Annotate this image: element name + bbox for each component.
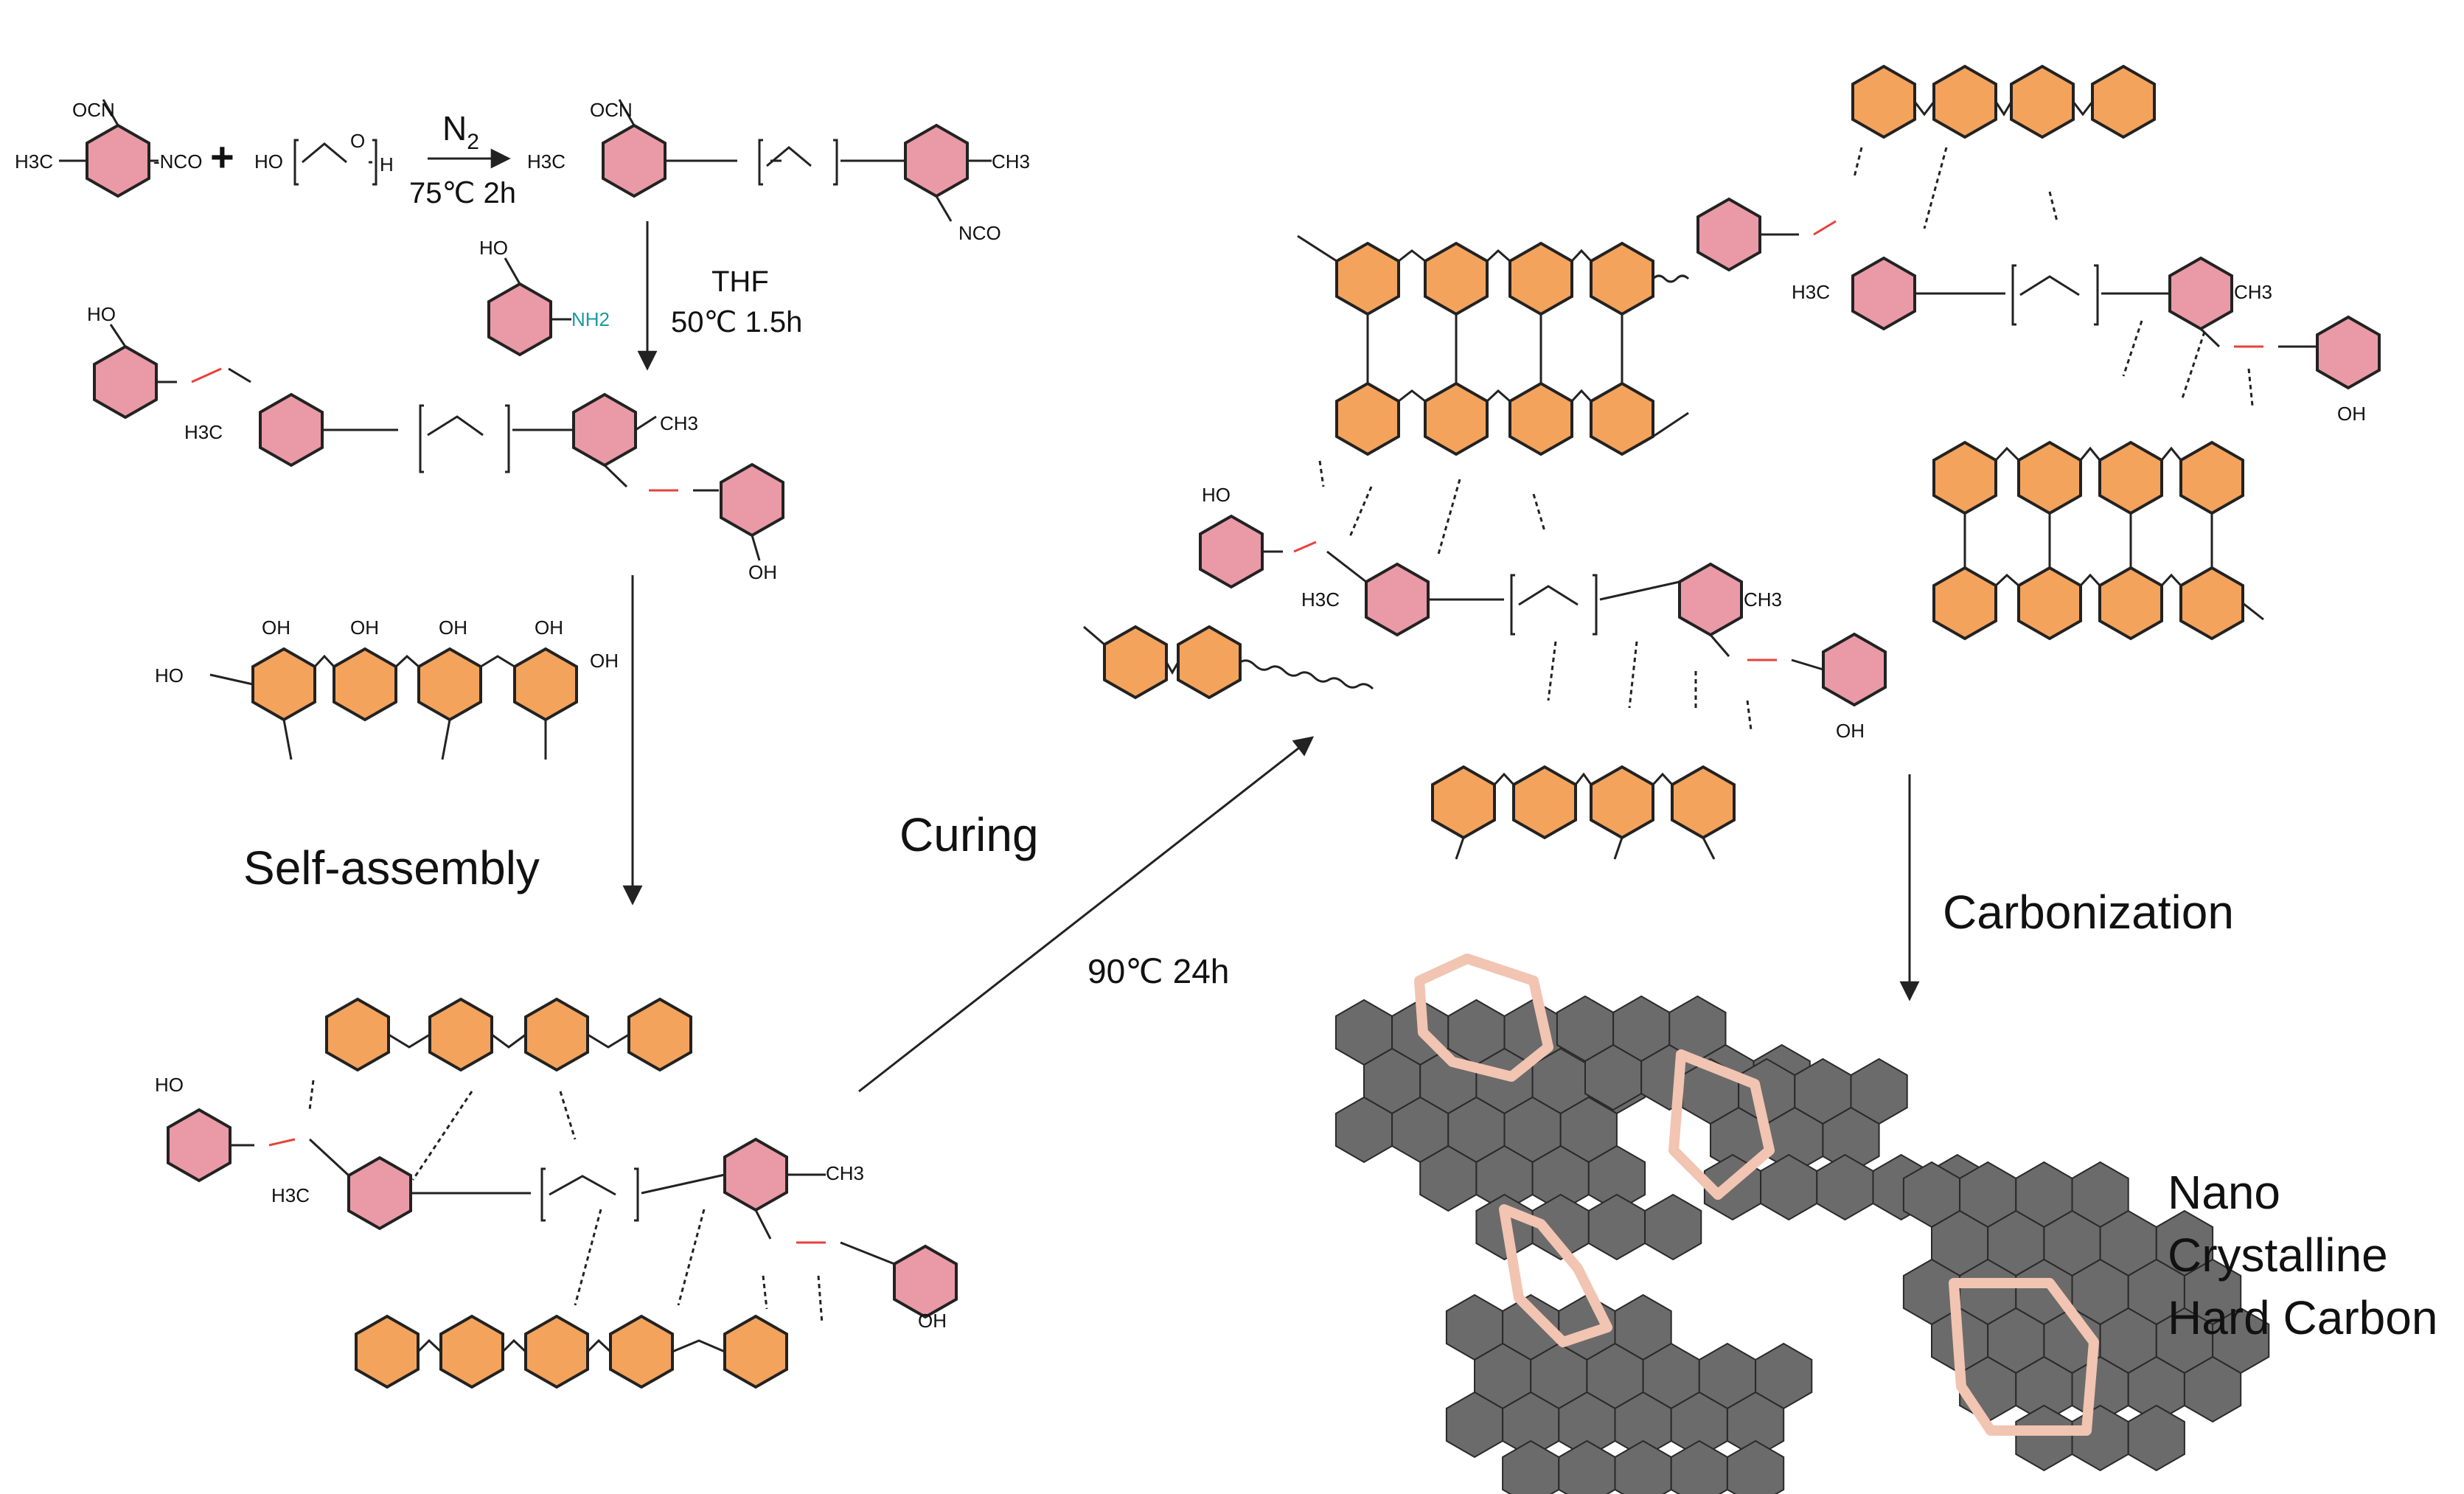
oh-network-2: OH [2337, 403, 2366, 425]
product-label-nano: Nano [2168, 1166, 2280, 1219]
crystallite-highlight-3 [1499, 1204, 1612, 1347]
h-label-peg: H [380, 153, 394, 176]
graphene-hexagon-17 [1587, 1144, 1646, 1212]
graphene-hexagon-59 [1614, 1439, 1672, 1494]
hard-carbon-structure [1334, 953, 2270, 1494]
curing-label: Curing [899, 808, 1039, 861]
crystallite-highlight-1 [1668, 1049, 1775, 1200]
graphene-hexagon-20 [1587, 1193, 1646, 1261]
ho-label-peg: HO [254, 150, 283, 173]
graphene-hexagon-21 [1644, 1193, 1702, 1261]
oh-resole-4: OH [535, 616, 563, 639]
oh-resole-2: OH [350, 616, 379, 639]
prepolymer-product [602, 99, 992, 222]
step1-conditions: 75℃ 2h [409, 177, 516, 209]
graphene-hexagon-57 [1502, 1439, 1560, 1494]
graphene-hexagon-89 [2071, 1404, 2129, 1472]
h3c-complex: H3C [271, 1184, 310, 1206]
nco-label-2: NCO [958, 222, 1001, 244]
plus-sign: + [210, 133, 234, 180]
curing-arrow [858, 736, 1315, 1093]
h3c-network-1: H3C [1301, 588, 1340, 611]
cured-network [1083, 64, 2381, 860]
graphene-hexagon-56 [1726, 1391, 1785, 1459]
nco-label-1: -NCO [153, 150, 202, 173]
ch3-complex: CH3 [826, 1162, 864, 1184]
ho-capped: HO [87, 303, 116, 325]
tdi-reactant [59, 99, 159, 198]
ch3-network-2: CH3 [2234, 281, 2272, 303]
step2-conditions: 50℃ 1.5h [671, 306, 802, 338]
h3c-label-2: H3C [527, 150, 565, 173]
ch3-network-1: CH3 [1744, 588, 1782, 611]
graphene-hexagon-90 [2127, 1404, 2185, 1472]
oh-capped: OH [748, 561, 777, 583]
self-assembly-label: Self-assembly [243, 841, 540, 894]
ocn-label-1: OCN [72, 99, 115, 121]
ch3-capped: CH3 [660, 412, 698, 434]
ho-network: HO [1202, 484, 1231, 506]
tdi-ring [86, 123, 150, 198]
gas-label: N2 [442, 109, 479, 154]
capped-prepolymer [93, 324, 784, 561]
oh-resole-5: OH [590, 650, 619, 672]
ho-aminophenol: HO [479, 237, 508, 259]
oh-resole-1: OH [262, 616, 290, 639]
graphene-hexagon-61 [1726, 1439, 1785, 1494]
resole-oligomer [209, 647, 578, 760]
aminophenol-reagent [487, 257, 571, 357]
ho-resole: HO [155, 664, 184, 687]
oh-resole-3: OH [439, 616, 467, 639]
graphene-hexagon-88 [2015, 1404, 2073, 1472]
carbonization-label: Carbonization [1943, 886, 2234, 939]
h3c-label-1: H3C [15, 150, 53, 173]
o-label-peg: O [350, 130, 365, 152]
graphene-hexagon-60 [1670, 1439, 1728, 1494]
ho-complex: HO [155, 1074, 184, 1096]
peg-reactant [293, 139, 377, 186]
text-labels: OCN H3C -NCO + HO O H N2 75℃ 2h OCN H3C … [15, 99, 2366, 1332]
curing-conditions-label: 90℃ 24h [1087, 952, 1230, 990]
crystallite-highlight-2 [1949, 1278, 2099, 1436]
crystallite-highlight-0 [1414, 953, 1553, 1082]
oh-complex: OH [918, 1310, 947, 1332]
product-label-crystalline: Crystalline [2168, 1229, 2388, 1282]
h3c-capped: H3C [184, 421, 223, 443]
product-label-hard-carbon: Hard Carbon [2168, 1291, 2438, 1344]
graphene-hexagon-58 [1558, 1439, 1616, 1494]
h3c-network-2: H3C [1792, 281, 1830, 303]
graphene-hexagon-35 [1822, 1106, 1880, 1174]
oh-network-1: OH [1836, 720, 1865, 742]
step2-solvent: THF [711, 265, 769, 298]
self-assembled-complex [167, 997, 958, 1389]
nh2-aminophenol: NH2 [571, 308, 610, 330]
ocn-label-2: OCN [590, 99, 633, 121]
ch3-label-2: CH3 [992, 150, 1030, 173]
graphene-hexagon-87 [2183, 1355, 2242, 1423]
